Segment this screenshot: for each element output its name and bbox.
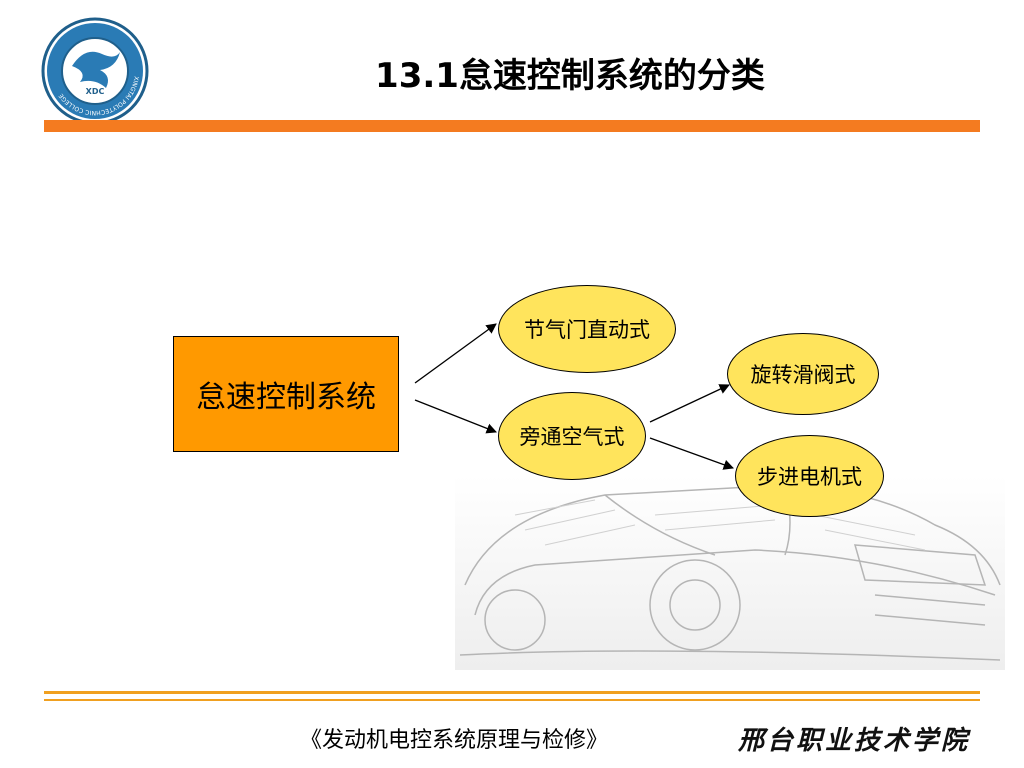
root-node: 怠速控制系统 [173,336,399,452]
footer-divider-bottom [44,699,980,701]
node-stepper-motor: 步进电机式 [735,435,884,517]
arrow-root-to-bypass [414,399,497,434]
node-bypass-air: 旁通空气式 [498,392,646,480]
arrow-bypass-to-rotary [649,384,730,423]
accent-bar [44,120,980,132]
college-emblem-icon: XINGTAI POLYTECHNIC COLLEGE XDC [41,17,149,125]
node-throttle-direct: 节气门直动式 [498,285,676,373]
footer-divider-top [44,691,980,694]
node-rotary-valve: 旋转滑阀式 [727,333,879,415]
arrow-root-to-throttle [414,323,497,384]
car-sketch-image [455,475,1005,670]
footer-college-name: 邢台职业技术学院 [738,726,971,756]
footer-book-title: 《发动机电控系统原理与检修》 [300,728,609,753]
page-title: 13.1怠速控制系统的分类 [375,56,765,96]
logo-abbrev: XDC [86,87,105,96]
